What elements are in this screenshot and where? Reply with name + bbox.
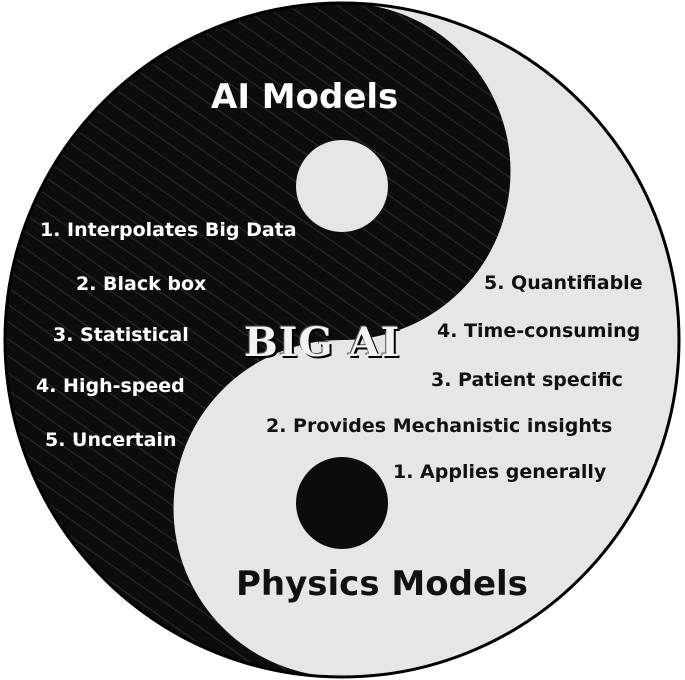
physics-models-heading: Physics Models xyxy=(236,564,528,604)
ai-models-item-3: 3. Statistical xyxy=(53,324,189,346)
physics-models-item-2: 2. Provides Mechanistic insights xyxy=(266,415,613,437)
light-dot xyxy=(296,140,388,232)
ai-models-item-2: 2. Black box xyxy=(76,273,207,295)
physics-models-item-5: 5. Quantifiable xyxy=(484,272,643,294)
ai-models-item-4: 4. High-speed xyxy=(36,375,185,397)
ai-models-item-5: 5. Uncertain xyxy=(45,429,177,451)
physics-models-item-1: 1. Applies generally xyxy=(393,461,607,483)
dark-dot xyxy=(296,457,388,549)
outline-ring xyxy=(3,1,681,679)
center-title: BIG AI xyxy=(244,319,401,366)
ai-models-heading: AI Models xyxy=(211,77,399,117)
physics-models-item-4: 4. Time-consuming xyxy=(437,320,641,342)
physics-models-item-3: 3. Patient specific xyxy=(431,369,623,391)
ai-models-item-1: 1. Interpolates Big Data xyxy=(40,219,297,241)
